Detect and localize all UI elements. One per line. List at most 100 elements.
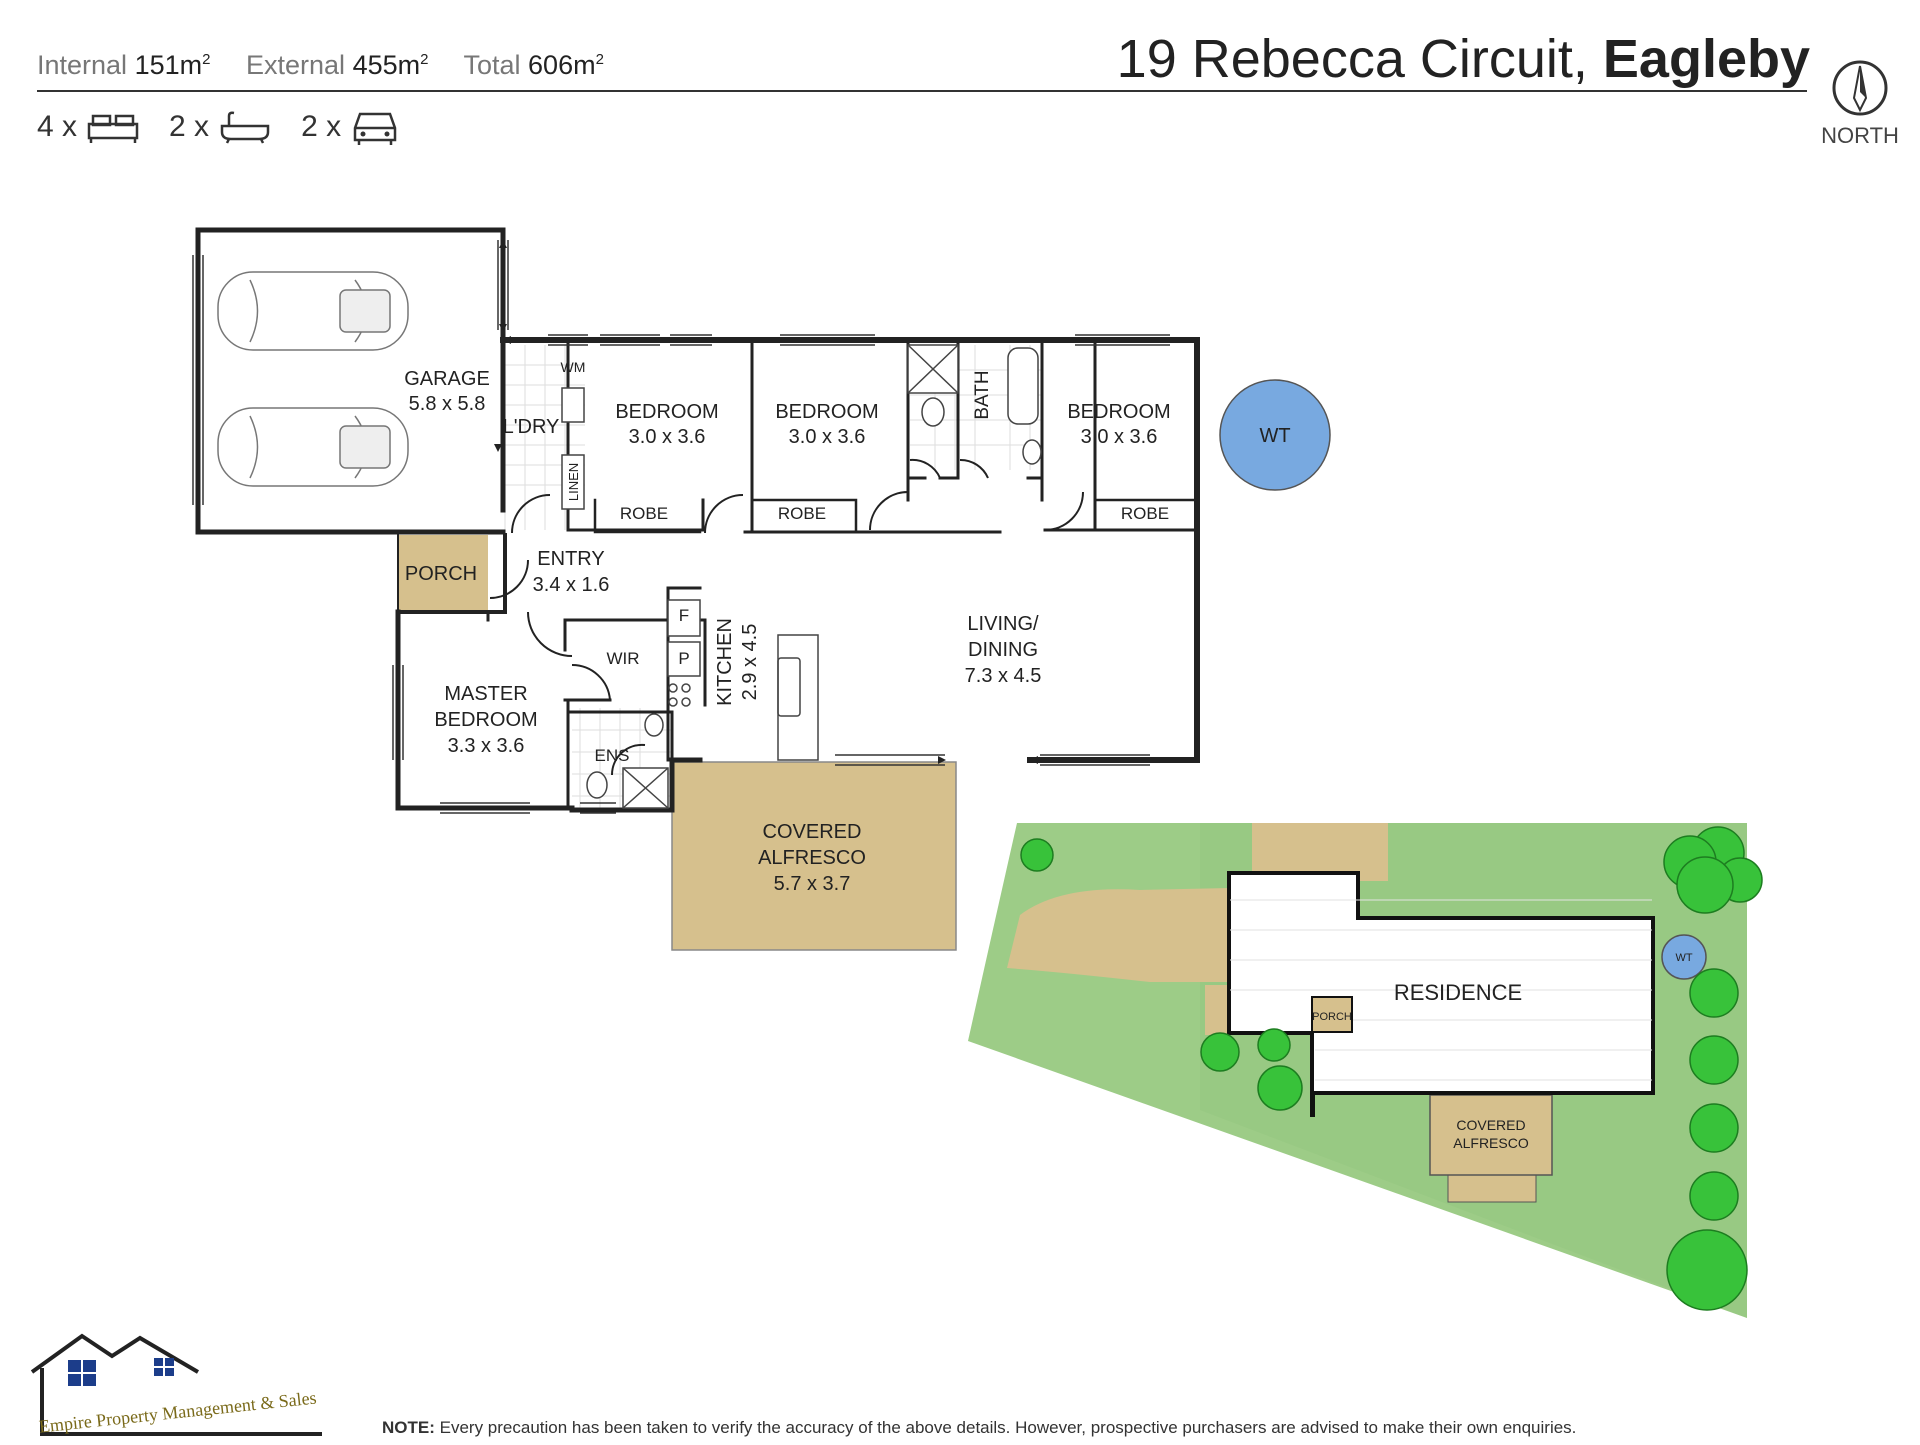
bed-icon: [87, 114, 139, 143]
pantry-label: P: [678, 649, 689, 668]
north-indicator: NORTH: [1810, 58, 1910, 149]
alfresco-area: [671, 761, 957, 951]
residence-footprint: [1227, 871, 1655, 1117]
tree-6: [1689, 1035, 1739, 1085]
door-swings: [489, 458, 1084, 776]
alfresco-label-2: ALFRESCO: [758, 847, 866, 869]
car-top-view: [217, 271, 409, 487]
wir-label: WIR: [606, 649, 639, 668]
linen-cupboard: [561, 454, 585, 510]
tree-9: [1666, 1229, 1748, 1311]
external-label: External: [245, 50, 346, 80]
sup-2: 2: [420, 51, 429, 68]
residence-brick-pattern: [1230, 899, 1652, 1081]
total-label: Total: [463, 50, 521, 80]
site-alfresco-line1: COVERED: [1456, 1117, 1525, 1133]
bathtub-icon: [220, 111, 270, 144]
robe1-label: ROBE: [620, 504, 668, 523]
bed2-dim: 3.0 x 3.6: [789, 426, 866, 448]
master-label-1: MASTER: [444, 683, 527, 705]
site-plan: RESIDENCE PORCH WT COVERED ALFRESCO: [968, 823, 1763, 1318]
garage-label: GARAGE: [404, 368, 490, 390]
ens-label: ENS: [595, 746, 630, 765]
porch-label: PORCH: [405, 563, 477, 585]
internal-value: 151m: [134, 50, 203, 80]
kitchen-dim: 2.9 x 4.5: [739, 624, 761, 701]
disclaimer-note: NOTE: Every precaution has been taken to…: [382, 1418, 1576, 1438]
door-arrows: [494, 240, 1038, 764]
house-plan: [192, 227, 1331, 951]
alfresco-label-1: COVERED: [763, 821, 862, 843]
north-label: NORTH: [1821, 123, 1899, 148]
living-label-2: DINING: [968, 639, 1038, 661]
internal-label: Internal: [37, 50, 128, 80]
master-label-2: BEDROOM: [434, 709, 537, 731]
tree-4: [1257, 1065, 1303, 1111]
walls: [195, 227, 1200, 813]
pantry: [667, 641, 701, 677]
address-suburb: Eagleby: [1602, 29, 1810, 89]
site-water-tank: [1661, 934, 1707, 980]
wm-label: WM: [561, 359, 586, 375]
robe3-label: ROBE: [1121, 504, 1169, 523]
porch-area: [398, 535, 488, 612]
tree-7: [1689, 1103, 1739, 1153]
note-label: NOTE:: [382, 1418, 435, 1437]
tree-2: [1200, 1032, 1240, 1072]
bed2-label: BEDROOM: [775, 401, 878, 423]
ens-wc: [586, 771, 608, 799]
compass-icon: [1832, 60, 1888, 116]
laundry-label: L'DRY: [503, 416, 560, 438]
header-rule: [37, 90, 1807, 92]
bed3-dim: 3.0 x 3.6: [1081, 426, 1158, 448]
bed3-label: BEDROOM: [1067, 401, 1170, 423]
car-count: 2 x: [301, 110, 342, 143]
sup-1: 2: [202, 51, 211, 68]
address-title: 19 Rebecca Circuit, Eagleby: [1117, 28, 1810, 90]
entry-dim: 3.4 x 1.6: [533, 574, 610, 596]
entry-label: ENTRY: [537, 548, 604, 570]
bed1-label: BEDROOM: [615, 401, 718, 423]
bathtub: [1007, 347, 1039, 425]
ens-basin: [644, 713, 664, 737]
external-value: 455m: [352, 50, 421, 80]
wt-label: WT: [1259, 425, 1290, 447]
site-wt-label: WT: [1675, 952, 1692, 964]
logo-house-icon: Empire Property Management & Sales: [30, 1333, 322, 1437]
driveway: [1007, 888, 1230, 982]
garage-dim: 5.8 x 5.8: [409, 393, 486, 415]
fridge-label: F: [679, 606, 689, 625]
bed-count: 4 x: [37, 110, 78, 143]
tree-3: [1257, 1028, 1291, 1062]
tree-8: [1689, 1171, 1739, 1221]
room-labels: GARAGE 5.8 x 5.8 L'DRY WM LINEN BEDROOM …: [404, 359, 1290, 895]
company-logo: Empire Property Management & Sales: [28, 1330, 328, 1445]
cooktop: [668, 683, 691, 707]
water-tank: [1219, 379, 1331, 491]
site-trees: [1020, 826, 1763, 1311]
wc-bath: [921, 397, 945, 427]
address-street: 19 Rebecca Circuit,: [1116, 29, 1588, 89]
linen-label: LINEN: [566, 463, 581, 501]
tree-1: [1020, 838, 1054, 872]
kitchen-sink: [777, 657, 801, 717]
feature-counts: 4 x 2 x 2 x: [37, 108, 399, 146]
bath-count: 2 x: [169, 110, 210, 143]
alfresco-dim: 5.7 x 3.7: [774, 873, 851, 895]
bed1-dim: 3.0 x 3.6: [629, 426, 706, 448]
logo-text: Empire Property Management & Sales: [38, 1388, 318, 1437]
bath-label: BATH: [972, 370, 993, 419]
living-label-1: LIVING/: [967, 613, 1039, 635]
car-icon: [353, 112, 397, 145]
bath-basin: [1022, 439, 1042, 465]
windows: [192, 240, 1170, 814]
note-text: Every precaution has been taken to verif…: [439, 1418, 1577, 1437]
laundry-tub: [561, 387, 585, 423]
fridge-space: [667, 599, 701, 637]
site-porch-label: PORCH: [1312, 1011, 1352, 1023]
site-residence-label: RESIDENCE: [1394, 980, 1522, 1005]
total-value: 606m: [528, 50, 596, 80]
living-dim: 7.3 x 4.5: [965, 665, 1042, 687]
fixtures: [561, 344, 1042, 809]
